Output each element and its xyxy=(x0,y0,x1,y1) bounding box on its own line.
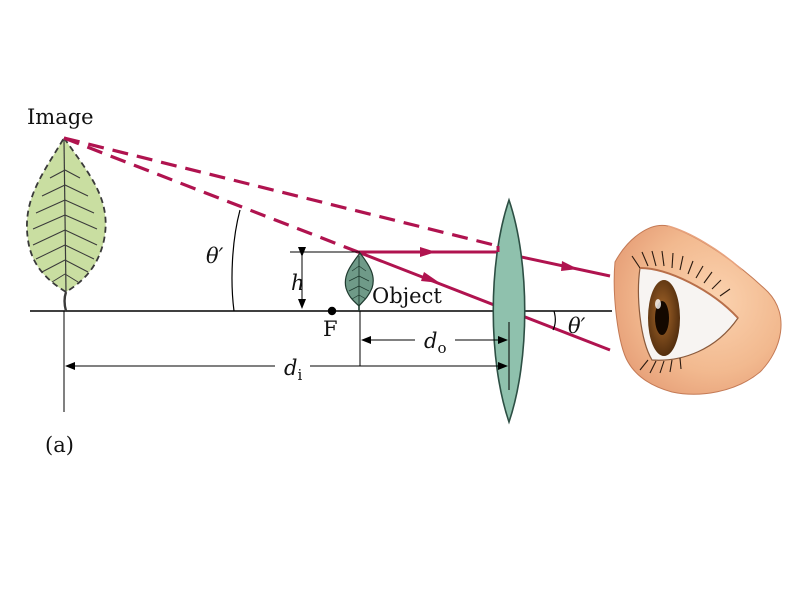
focal-point xyxy=(327,306,337,316)
image-leaf-icon xyxy=(26,136,107,312)
virtual-ray-lower xyxy=(63,136,359,254)
do-label: do xyxy=(424,329,446,357)
ray-through-center xyxy=(357,250,611,352)
focal-point-label: F xyxy=(323,317,338,341)
theta-arc-left xyxy=(231,209,241,312)
image-label: Image xyxy=(27,105,94,129)
object-label: Object xyxy=(372,284,442,308)
eye-icon xyxy=(613,224,782,395)
theta-label-right: θ′ xyxy=(568,314,586,338)
virtual-ray-upper xyxy=(63,136,499,248)
object-leaf-icon xyxy=(344,252,374,311)
ray-arrow-1 xyxy=(420,247,436,257)
panel-label: (a) xyxy=(45,433,74,457)
theta-label-left: θ′ xyxy=(206,244,224,268)
ray-arrow-2 xyxy=(561,261,578,271)
di-label: di xyxy=(284,356,302,384)
theta-arc-right xyxy=(552,310,556,331)
height-label: h xyxy=(291,271,305,295)
ray-arrow-3 xyxy=(421,272,440,283)
